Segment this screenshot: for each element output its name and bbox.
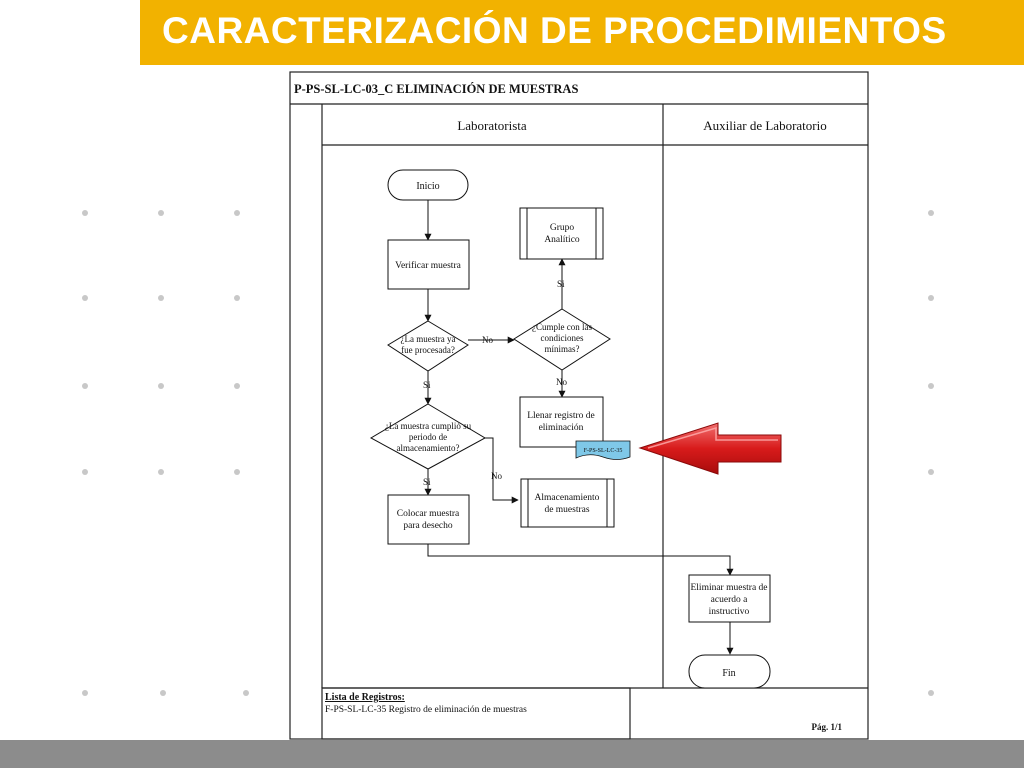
edge-label-no-2: No — [556, 377, 567, 387]
page-title: CARACTERIZACIÓN DE PROCEDIMIENTOS — [162, 10, 947, 51]
bg-dot — [928, 383, 934, 389]
process-colocar-muestra: Colocar muestra para desecho — [387, 494, 470, 545]
start-node: Inicio — [387, 169, 469, 201]
document-tag-f-ps-sl-lc-35: F-PS-SL-LC-35 — [575, 440, 631, 460]
decision-cumple-condiciones: ¿Cumple con las condiciones mínimas? — [513, 308, 611, 371]
lane-header-laboratorista: Laboratorista — [457, 118, 527, 133]
svg-text:periodo de: periodo de — [409, 432, 447, 442]
red-arrow-icon — [638, 422, 782, 475]
decision-muestra-procesada: ¿La muestra ya fue procesada? — [387, 320, 469, 372]
bg-dot — [234, 295, 240, 301]
svg-text:Almacenamiento: Almacenamiento — [535, 493, 600, 503]
svg-text:de muestras: de muestras — [544, 505, 589, 515]
bg-dot — [928, 210, 934, 216]
document-title: P-PS-SL-LC-03_C ELIMINACIÓN DE MUESTRAS — [294, 82, 578, 96]
subprocess-almacenamiento: Almacenamiento de muestras — [520, 478, 615, 528]
records-item: F-PS-SL-LC-35 Registro de eliminación de… — [325, 705, 527, 715]
bg-dot — [234, 469, 240, 475]
records-heading: Lista de Registros: — [325, 692, 405, 703]
edge-label-si-3: Si — [423, 477, 431, 487]
bg-dot — [158, 469, 164, 475]
end-node: Fin — [688, 654, 771, 689]
document-frame — [289, 71, 869, 740]
bg-dot — [82, 469, 88, 475]
bg-dot — [160, 690, 166, 696]
process-llenar-registro: Llenar registro de eliminación — [519, 396, 604, 448]
svg-text:Analítico: Analítico — [544, 235, 580, 245]
svg-text:mínimas?: mínimas? — [545, 344, 580, 354]
bg-dot — [928, 469, 934, 475]
svg-text:¿La muestra cumplió su: ¿La muestra cumplió su — [385, 421, 472, 431]
bg-dot — [82, 690, 88, 696]
svg-text:F-PS-SL-LC-35: F-PS-SL-LC-35 — [584, 448, 623, 454]
subprocess-grupo-analitico: Grupo Analítico — [519, 207, 604, 260]
svg-text:Llenar registro de: Llenar registro de — [527, 411, 595, 421]
svg-text:¿La muestra ya: ¿La muestra ya — [401, 334, 456, 344]
connectors — [424, 200, 734, 655]
bg-dot — [82, 295, 88, 301]
bg-dot — [158, 295, 164, 301]
footer-bar — [0, 740, 1024, 768]
edge-label-si-1: Si — [557, 279, 565, 289]
bg-dot — [158, 383, 164, 389]
svg-text:para desecho: para desecho — [403, 521, 453, 531]
svg-text:eliminación: eliminación — [539, 423, 584, 433]
title-banner: CARACTERIZACIÓN DE PROCEDIMIENTOS — [140, 0, 1024, 65]
svg-text:Fin: Fin — [722, 668, 735, 679]
bg-dot — [234, 210, 240, 216]
svg-text:Colocar muestra: Colocar muestra — [397, 509, 460, 519]
page-number: Pág. 1/1 — [812, 722, 843, 732]
svg-text:condiciones: condiciones — [541, 333, 584, 343]
bg-dot — [928, 690, 934, 696]
edge-label-si-2: Si — [423, 380, 431, 390]
svg-text:instructivo: instructivo — [709, 607, 750, 617]
svg-text:Grupo: Grupo — [550, 223, 575, 233]
bg-dot — [158, 210, 164, 216]
svg-text:¿Cumple con las: ¿Cumple con las — [532, 322, 592, 332]
edge-label-no-1: No — [482, 335, 493, 345]
bg-dot — [82, 383, 88, 389]
bg-dot — [928, 295, 934, 301]
bg-dot — [243, 690, 249, 696]
svg-text:Eliminar muestra de: Eliminar muestra de — [690, 583, 767, 593]
svg-text:almacenamiento?: almacenamiento? — [397, 443, 460, 453]
bg-dot — [234, 383, 240, 389]
svg-text:Inicio: Inicio — [416, 181, 439, 192]
lane-header-auxiliar: Auxiliar de Laboratorio — [703, 118, 826, 133]
svg-text:Verificar muestra: Verificar muestra — [395, 260, 461, 271]
bg-dot — [82, 210, 88, 216]
svg-text:acuerdo a: acuerdo a — [711, 595, 748, 605]
svg-text:fue procesada?: fue procesada? — [401, 345, 455, 355]
edge-label-no-3: No — [491, 471, 502, 481]
process-eliminar-muestra: Eliminar muestra de acuerdo a instructiv… — [688, 574, 771, 623]
decision-periodo-almacenamiento: ¿La muestra cumplió su periodo de almace… — [369, 403, 487, 470]
process-verificar-muestra: Verificar muestra — [387, 239, 470, 290]
